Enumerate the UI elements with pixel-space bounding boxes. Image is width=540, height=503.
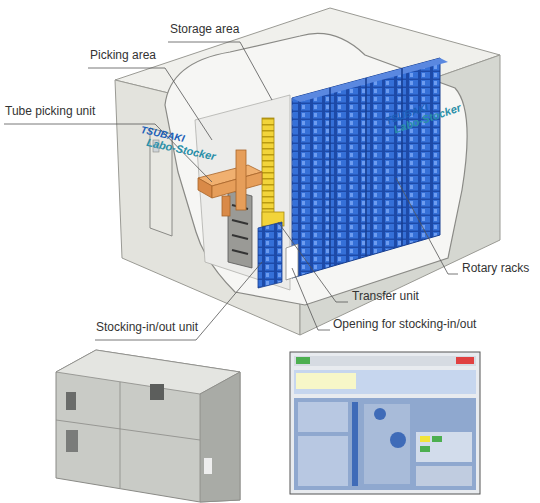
part-label: Transfer unit bbox=[352, 289, 419, 303]
part-label: Picking area bbox=[90, 48, 156, 62]
part-label: Storage area bbox=[170, 22, 239, 36]
part-label: Rotary racks bbox=[462, 261, 529, 275]
part-label: Stocking-in/out unit bbox=[96, 320, 198, 334]
part-label: Tube picking unit bbox=[5, 104, 95, 118]
part-label: Opening for stocking-in/out bbox=[333, 317, 476, 331]
